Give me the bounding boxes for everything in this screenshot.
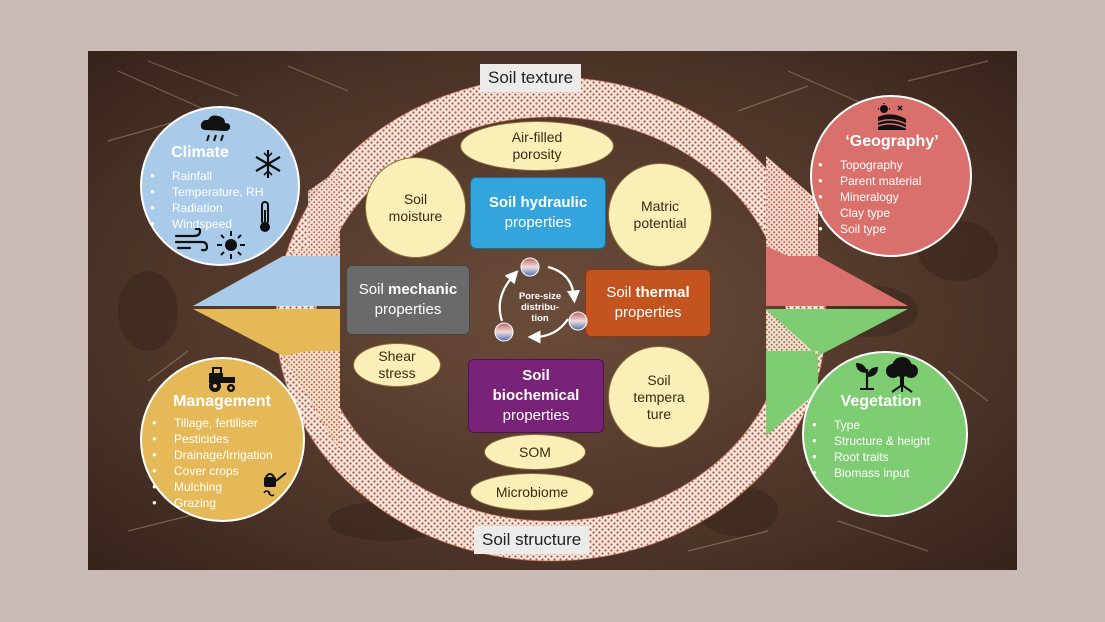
geography-item: Mineralogy xyxy=(818,189,921,205)
tractor-icon xyxy=(209,367,235,392)
vegetation-arrow-shadow xyxy=(766,309,818,356)
management-item: Cover crops xyxy=(152,463,273,479)
tree-icon xyxy=(886,357,918,393)
vegetation-item: Root traits xyxy=(812,449,930,465)
watering-can-icon xyxy=(263,472,287,497)
management-arrow xyxy=(193,309,340,451)
vegetation-item: Type xyxy=(812,417,930,433)
vegetation-title: Vegetation xyxy=(840,393,922,410)
management-item: Drainage/Irrigation xyxy=(152,447,273,463)
management-list: Tillage, fertiliser Pesticides Drainage/… xyxy=(146,415,273,511)
geography-item: Clay type xyxy=(818,205,921,221)
thermometer-icon xyxy=(260,201,270,232)
management-item: Tillage, fertiliser xyxy=(152,415,273,431)
pore-size-line-2: distribu- xyxy=(521,302,559,313)
management-item: Grazing xyxy=(152,495,273,511)
pore-size-line-1: Pore-size xyxy=(519,291,561,302)
vegetation-list: Type Structure & height Root traits Biom… xyxy=(806,417,930,481)
geography-title: ‘Geography’ xyxy=(845,133,939,150)
geography-list: Topography Parent material Mineralogy Cl… xyxy=(812,157,921,237)
climate-item: Rainfall xyxy=(150,168,263,184)
vegetation-item: Structure & height xyxy=(812,433,930,449)
climate-item: Windspeed xyxy=(150,216,263,232)
pore-size-line-3: tion xyxy=(531,313,549,324)
seedling-icon xyxy=(856,363,878,390)
vegetation-item: Biomass input xyxy=(812,465,930,481)
geography-item: Soil type xyxy=(818,221,921,237)
som-oval: SOM xyxy=(484,434,586,470)
microbiome-oval: Microbiome xyxy=(470,473,594,511)
geography-circle: ‘Geography’ Topography Parent material M… xyxy=(810,95,972,257)
climate-title-wrap: Climate xyxy=(170,144,230,162)
climate-arrow-shadow xyxy=(286,169,340,256)
vegetation-arrow xyxy=(766,309,908,436)
wind-icon xyxy=(174,228,208,252)
soil-texture-label: Soil texture xyxy=(480,64,582,92)
sun-icon xyxy=(217,231,245,259)
vegetation-circle: Vegetation Type Structure & height Root … xyxy=(802,351,968,517)
pore-size-cycle: Pore-size distribu- tion xyxy=(494,257,588,344)
climate-item: Radiation xyxy=(150,200,263,216)
management-item: Mulching xyxy=(152,479,273,495)
rain-cloud-icon xyxy=(200,115,231,142)
geography-item: Topography xyxy=(818,157,921,173)
management-arrow-shadow xyxy=(283,351,340,451)
climate-list: Rainfall Temperature, RH Radiation Winds… xyxy=(144,168,263,232)
geography-item: Parent material xyxy=(818,173,921,189)
landscape-icon xyxy=(877,103,907,130)
management-item: Pesticides xyxy=(152,431,273,447)
climate-title: Climate xyxy=(171,144,229,161)
soil-structure-label: Soil structure xyxy=(474,526,590,554)
climate-arrow xyxy=(193,169,340,306)
driver-arrows xyxy=(193,156,908,451)
management-circle: Management Tillage, fertiliser Pesticide… xyxy=(140,357,305,522)
geography-arrow-shadow xyxy=(766,156,818,256)
climate-circle: Climate Rainfall Temperature, RH Radiati… xyxy=(140,106,300,266)
climate-item: Temperature, RH xyxy=(150,184,263,200)
management-title: Management xyxy=(173,393,271,410)
